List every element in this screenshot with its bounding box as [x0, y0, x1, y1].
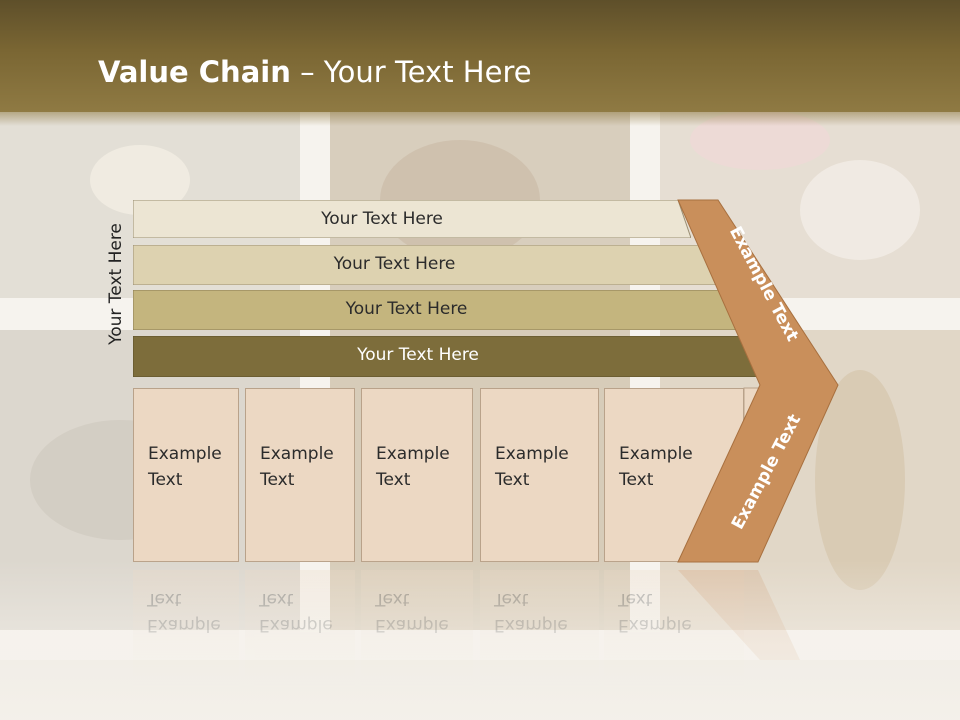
value-chain-band: Your Text Here [133, 245, 716, 285]
box-line2: Text [495, 470, 530, 490]
band-shape [133, 245, 716, 285]
box-line2: Text [376, 470, 411, 490]
box-line2: Text [260, 470, 295, 490]
value-chain-band: Your Text Here [133, 290, 740, 330]
value-chain-band: Your Text Here [133, 336, 763, 377]
box-line2: Text [619, 470, 654, 490]
box-line1: Example [495, 444, 569, 464]
band-label: Your Text Here [345, 299, 468, 319]
slide-title-rest: – Your Text Here [290, 55, 532, 89]
band-shape [133, 336, 763, 377]
reflection-fade [0, 560, 960, 720]
slide-title-bold: Value Chain [98, 55, 291, 89]
band-shape [133, 290, 740, 330]
slide-title: Value Chain – Your Text Here [98, 55, 532, 89]
box-line1: Example [619, 444, 693, 464]
title-bar: Value Chain – Your Text Here [0, 0, 960, 126]
box-line1: Example [376, 444, 450, 464]
band-label: Your Text Here [333, 254, 456, 274]
band-label: Your Text Here [321, 209, 443, 229]
box-line2: Text [148, 470, 183, 490]
box-line1: Example [148, 444, 222, 464]
value-chain-band: Your Text Here [133, 200, 691, 238]
band-label: Your Text Here [357, 345, 479, 365]
band-shape [133, 200, 691, 238]
box-line1: Example [260, 444, 334, 464]
